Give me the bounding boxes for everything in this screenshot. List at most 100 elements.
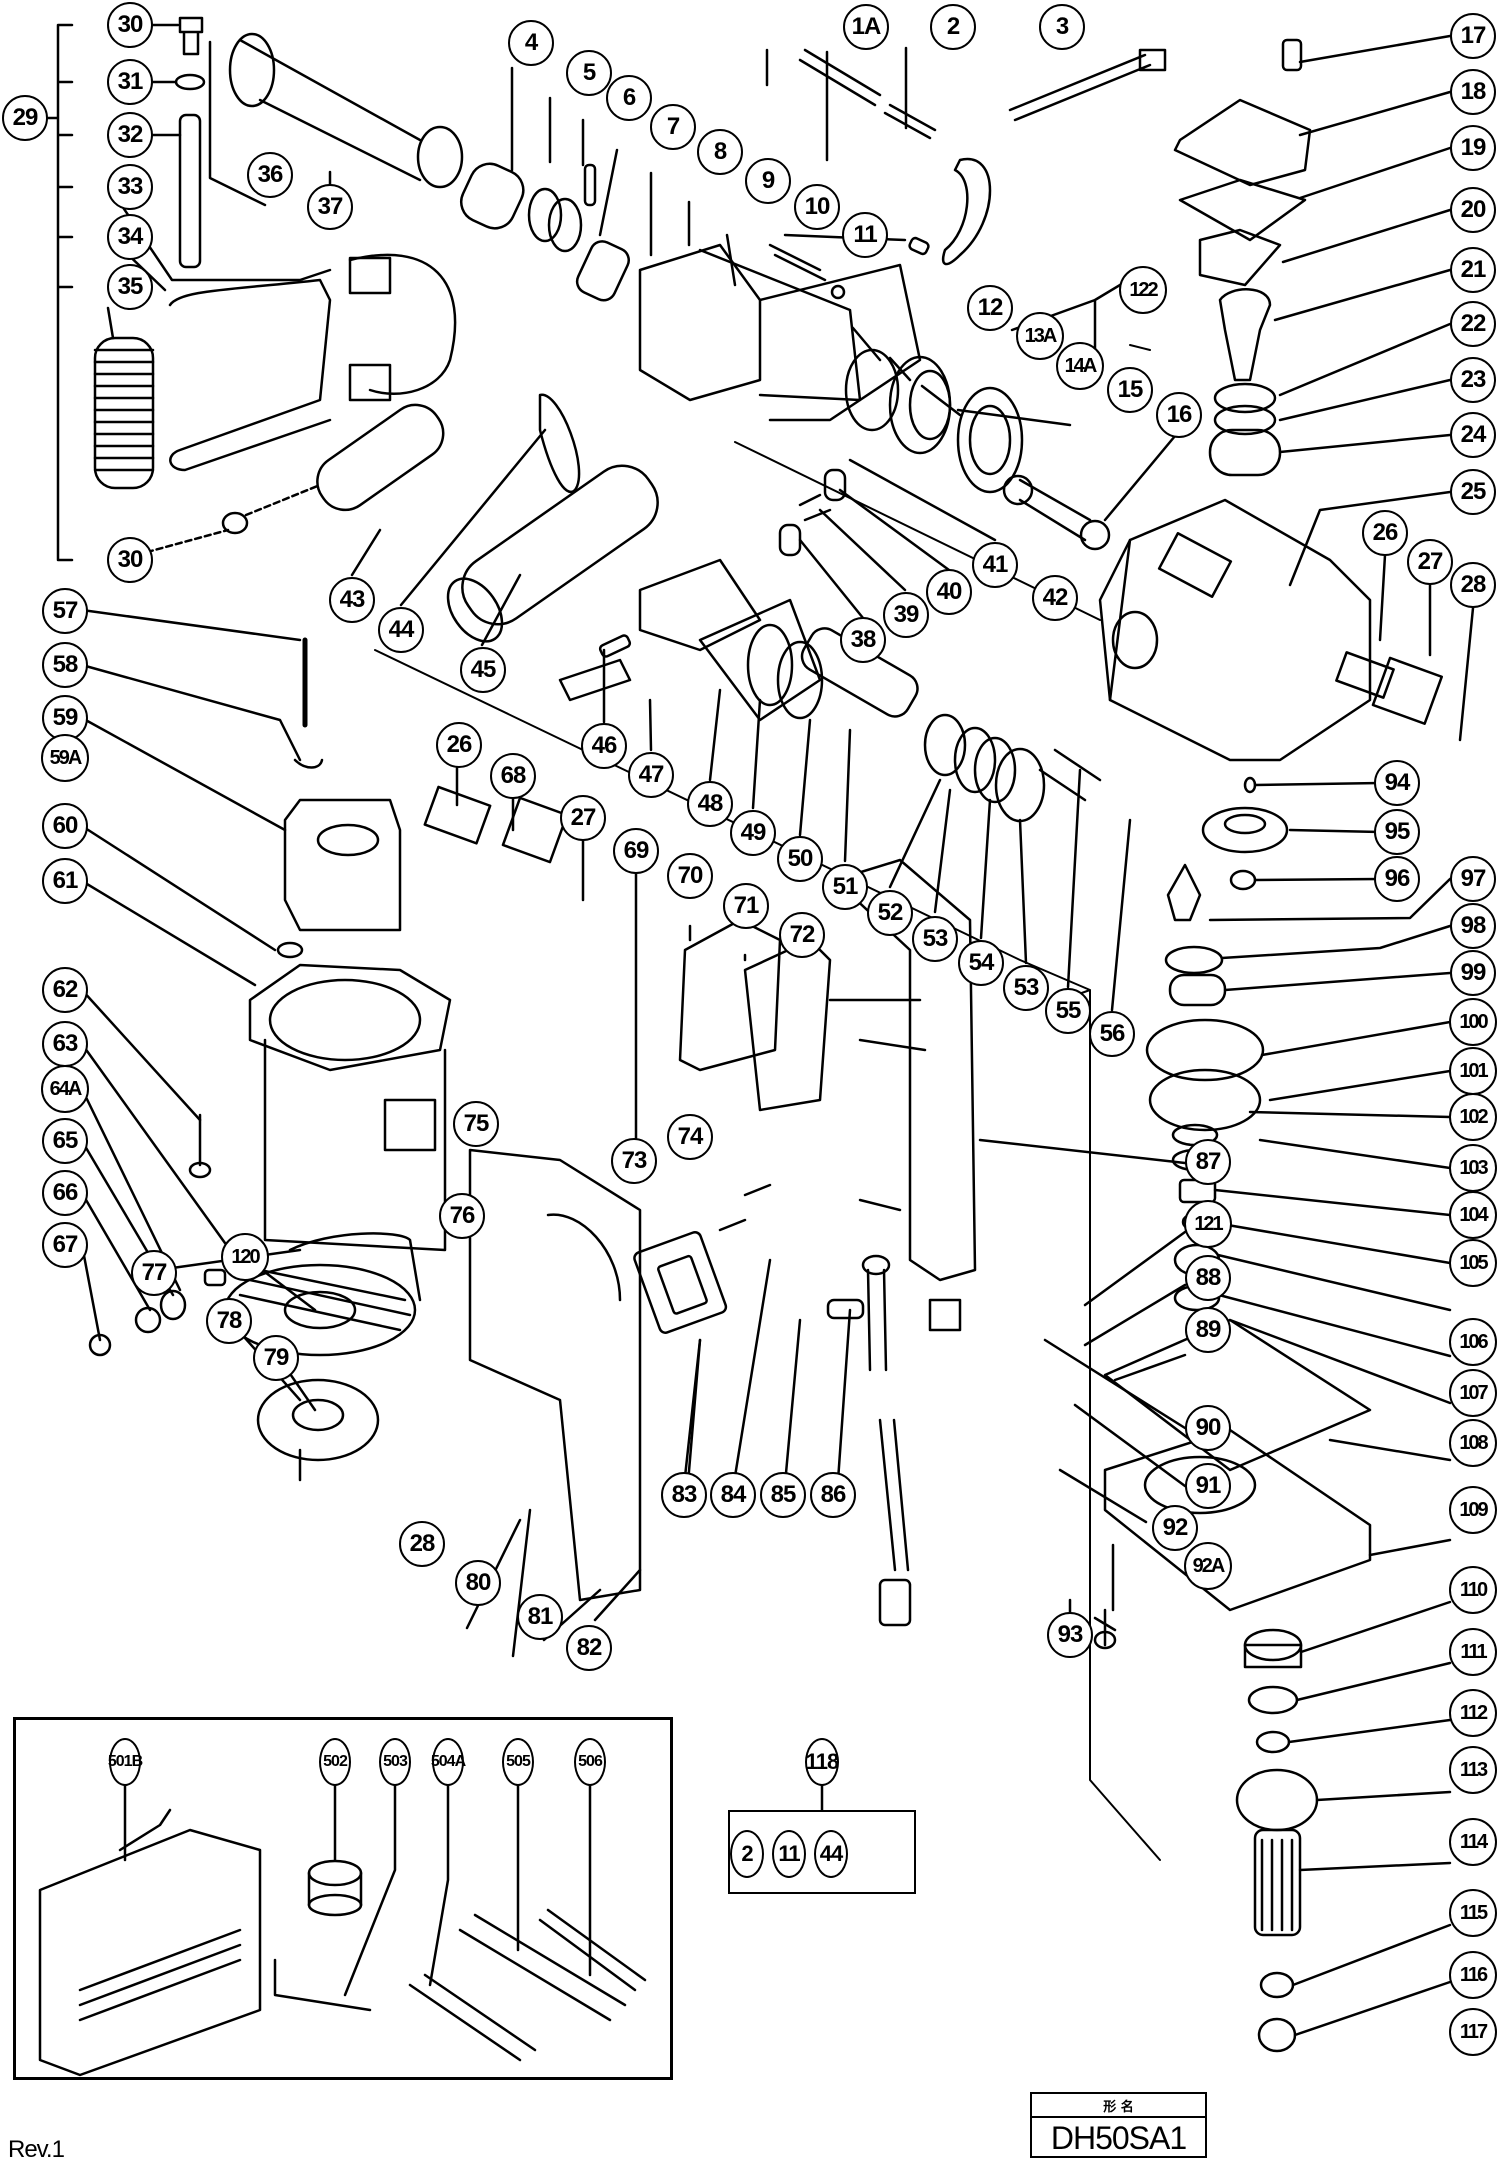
- callout-28: 28: [1450, 562, 1496, 608]
- callout-33: 33: [107, 164, 153, 210]
- callout-7: 7: [650, 104, 696, 150]
- callout-16: 16: [1156, 392, 1202, 438]
- callout-36: 36: [247, 152, 293, 198]
- part-83-plate: [633, 1231, 728, 1497]
- callout-112: 112: [1449, 1689, 1497, 1737]
- callout-122: 122: [1119, 266, 1167, 314]
- callout-58: 58: [42, 642, 88, 688]
- callout-506: 506: [574, 1738, 606, 1786]
- accessory-kit-box: [13, 1717, 673, 2080]
- set-member-callout: 11: [772, 1830, 806, 1878]
- callout-1a: 1A: [843, 4, 889, 50]
- callout-27: 27: [560, 795, 606, 841]
- callout-73: 73: [611, 1138, 657, 1184]
- callout-11: 11: [842, 212, 888, 258]
- callout-69: 69: [613, 828, 659, 874]
- part-15-16-connecting-rod: [956, 408, 1177, 551]
- callout-117: 117: [1449, 2008, 1497, 2056]
- callout-26: 26: [1362, 510, 1408, 556]
- callout-54: 54: [958, 940, 1004, 986]
- callout-116: 116: [1449, 1951, 1497, 1999]
- part-4-8-front-assembly: [459, 66, 922, 422]
- part-94-117-right-stack: [1103, 776, 1452, 2053]
- callout-37: 37: [307, 184, 353, 230]
- callout-85: 85: [760, 1472, 806, 1518]
- callout-114: 114: [1449, 1818, 1497, 1866]
- callout-55: 55: [1045, 988, 1091, 1034]
- callout-502: 502: [319, 1738, 351, 1786]
- callout-10: 10: [794, 184, 840, 230]
- callout-63: 63: [42, 1021, 88, 1067]
- callout-72: 72: [779, 912, 825, 958]
- callout-501b: 501B: [108, 1738, 143, 1786]
- callout-39: 39: [883, 592, 929, 638]
- callout-106: 106: [1449, 1318, 1497, 1366]
- callout-35: 35: [107, 264, 153, 310]
- callout-97: 97: [1450, 856, 1496, 902]
- callout-89: 89: [1185, 1307, 1231, 1353]
- callout-44: 44: [378, 607, 424, 653]
- part-1A-3-clamp: [765, 46, 1167, 266]
- callout-120: 120: [221, 1233, 269, 1281]
- callout-505: 505: [502, 1738, 534, 1786]
- callout-92a: 92A: [1184, 1542, 1232, 1590]
- part-26-28-switch: [1335, 553, 1475, 742]
- model-number: DH50SA1: [1050, 2119, 1187, 2156]
- callout-52: 52: [867, 890, 913, 936]
- callout-75: 75: [453, 1101, 499, 1147]
- callout-81: 81: [517, 1594, 563, 1640]
- callout-30: 30: [107, 537, 153, 583]
- part-61-motor-housing: [248, 963, 452, 1252]
- callout-102: 102: [1449, 1093, 1497, 1141]
- callout-18: 18: [1450, 69, 1496, 115]
- callout-91: 91: [1185, 1463, 1231, 1509]
- callout-110: 110: [1449, 1566, 1497, 1614]
- callout-19: 19: [1450, 125, 1496, 171]
- callout-113: 113: [1449, 1746, 1497, 1794]
- callout-49: 49: [730, 810, 776, 856]
- callout-98: 98: [1450, 903, 1496, 949]
- callout-77: 77: [131, 1250, 177, 1296]
- set-member-callout: 2: [730, 1830, 764, 1878]
- callout-26: 26: [436, 722, 482, 768]
- callout-13a: 13A: [1016, 312, 1064, 360]
- callout-503: 503: [379, 1738, 411, 1786]
- callout-74: 74: [667, 1114, 713, 1160]
- part-33-side-bracket: [116, 198, 457, 472]
- part-57-61-stator: [80, 608, 402, 987]
- callout-32: 32: [107, 112, 153, 158]
- callout-20: 20: [1450, 187, 1496, 233]
- callout-4: 4: [508, 20, 554, 66]
- callout-46: 46: [581, 723, 627, 769]
- title-block: 形 名 DH50SA1: [1030, 2092, 1207, 2158]
- part-93-screw: [1093, 1608, 1117, 1650]
- callout-100: 100: [1449, 998, 1497, 1046]
- callout-57: 57: [42, 588, 88, 634]
- callout-121: 121: [1184, 1200, 1232, 1248]
- callout-107: 107: [1449, 1369, 1497, 1417]
- callout-30: 30: [107, 2, 153, 48]
- callout-53: 53: [912, 916, 958, 962]
- callout-6: 6: [606, 75, 652, 121]
- callout-59: 59: [42, 695, 88, 741]
- callout-67: 67: [42, 1222, 88, 1268]
- callout-8: 8: [697, 129, 743, 175]
- callout-56: 56: [1089, 1011, 1135, 1057]
- callout-86: 86: [810, 1472, 856, 1518]
- callout-50: 50: [777, 836, 823, 882]
- callout-34: 34: [107, 214, 153, 260]
- callout-51: 51: [822, 864, 868, 910]
- callout-96: 96: [1374, 856, 1420, 902]
- assembly-frame-lines: [374, 344, 1161, 1861]
- callout-59a: 59A: [41, 734, 89, 782]
- callout-5: 5: [566, 50, 612, 96]
- callout-42: 42: [1032, 575, 1078, 621]
- callout-21: 21: [1450, 247, 1496, 293]
- callout-68: 68: [490, 753, 536, 799]
- callout-99: 99: [1450, 950, 1496, 996]
- callout-64a: 64A: [41, 1065, 89, 1113]
- callout-84: 84: [710, 1472, 756, 1518]
- callout-9: 9: [745, 158, 791, 204]
- callout-118: 118: [805, 1738, 839, 1786]
- callout-15: 15: [1107, 367, 1153, 413]
